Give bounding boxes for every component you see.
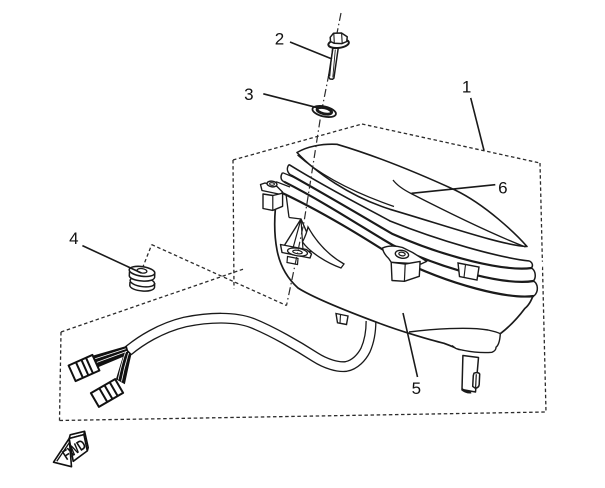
svg-text:4: 4	[69, 229, 78, 248]
svg-text:2: 2	[275, 29, 284, 48]
svg-text:6: 6	[498, 178, 507, 197]
svg-text:1: 1	[462, 78, 471, 97]
svg-text:5: 5	[412, 379, 421, 398]
svg-text:3: 3	[244, 85, 253, 104]
